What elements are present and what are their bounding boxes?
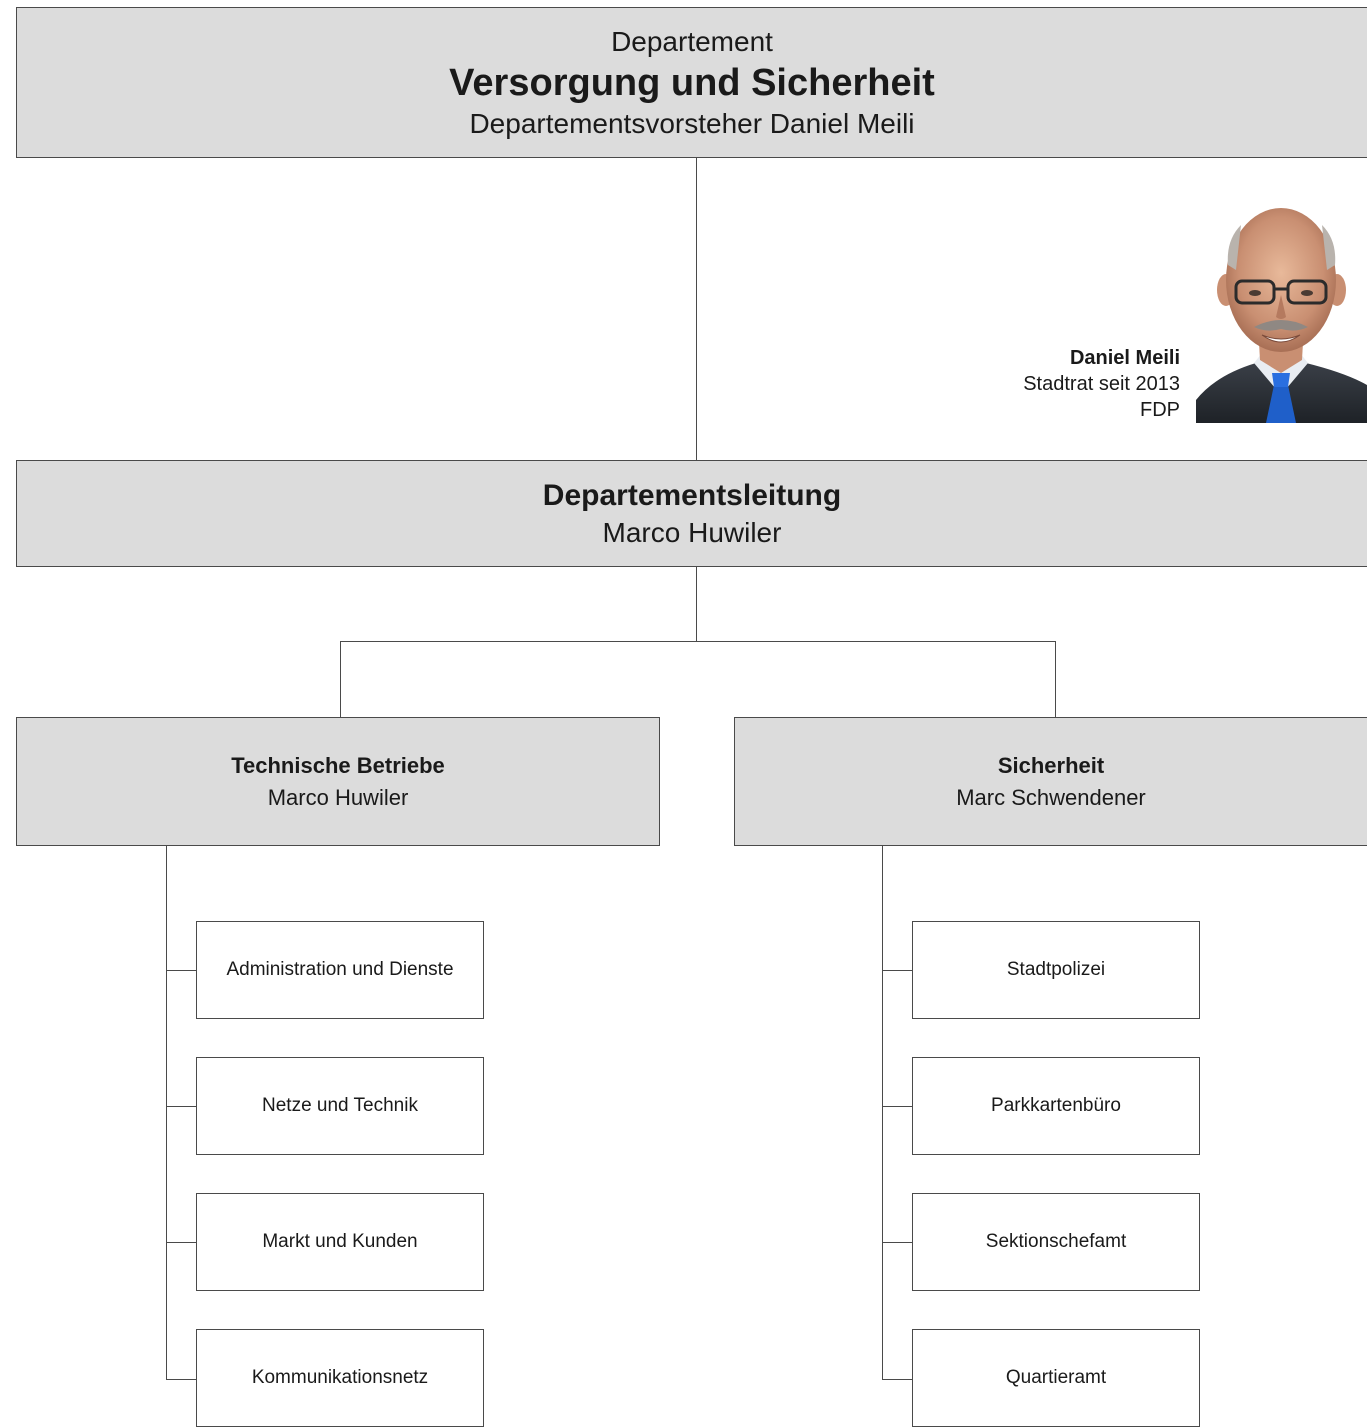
connector-line (166, 1379, 197, 1380)
connector-line (1055, 641, 1056, 717)
connector-line (166, 1106, 197, 1107)
division-title: Sicherheit (997, 752, 1105, 778)
connector-line (882, 1106, 913, 1107)
portrait-image (1196, 195, 1367, 423)
department-box: Departement Versorgung und Sicherheit De… (16, 7, 1367, 158)
division-head: Marco Huwiler (267, 784, 409, 810)
connector-line (166, 846, 167, 1380)
unit-label: Sektionschefamt (985, 1231, 1127, 1252)
unit-label: Administration und Dienste (226, 959, 454, 980)
unit-label: Parkkartenbüro (991, 1095, 1121, 1116)
person-info: Daniel Meili Stadtrat seit 2013 FDP (1023, 345, 1180, 423)
connector-line (696, 158, 697, 460)
connector-line (882, 1379, 913, 1380)
unit-box: Netze und Technik (196, 1057, 484, 1155)
unit-box: Kommunikationsnetz (196, 1329, 484, 1427)
leitung-name: Marco Huwiler (602, 516, 782, 548)
connector-line (882, 970, 913, 971)
person-role: Stadtrat seit 2013 (1023, 373, 1180, 395)
division-title: Technische Betriebe (231, 752, 445, 778)
connector-line (166, 1242, 197, 1243)
division-head: Marc Schwendener (956, 784, 1146, 810)
person-name: Daniel Meili (1069, 347, 1180, 369)
unit-label: Stadtpolizei (1006, 959, 1106, 980)
unit-box: Administration und Dienste (196, 921, 484, 1019)
connector-line (340, 641, 1056, 642)
department-name: Versorgung und Sicherheit (449, 61, 935, 104)
leitung-title: Departementsleitung (542, 478, 842, 512)
connector-line (882, 1242, 913, 1243)
unit-label: Quartieramt (1005, 1367, 1107, 1388)
unit-label: Markt und Kunden (262, 1231, 418, 1252)
connector-line (696, 567, 697, 641)
connector-line (340, 641, 341, 717)
leitung-box: Departementsleitung Marco Huwiler (16, 460, 1367, 567)
connector-line (166, 970, 197, 971)
unit-box: Quartieramt (912, 1329, 1200, 1427)
unit-box: Stadtpolizei (912, 921, 1200, 1019)
person-party: FDP (1140, 399, 1180, 421)
person-card: Daniel Meili Stadtrat seit 2013 FDP (960, 195, 1367, 423)
division-sicherheit: Sicherheit Marc Schwendener (734, 717, 1367, 846)
unit-box: Markt und Kunden (196, 1193, 484, 1291)
unit-box: Parkkartenbüro (912, 1057, 1200, 1155)
unit-box: Sektionschefamt (912, 1193, 1200, 1291)
division-technische-betriebe: Technische Betriebe Marco Huwiler (16, 717, 660, 846)
connector-line (882, 846, 883, 1380)
unit-label: Netze und Technik (262, 1095, 418, 1116)
department-label: Departement (611, 25, 773, 57)
portrait-photo (1196, 195, 1367, 423)
department-head: Departementsvorsteher Daniel Meili (469, 107, 915, 139)
unit-label: Kommunikationsnetz (251, 1367, 429, 1388)
